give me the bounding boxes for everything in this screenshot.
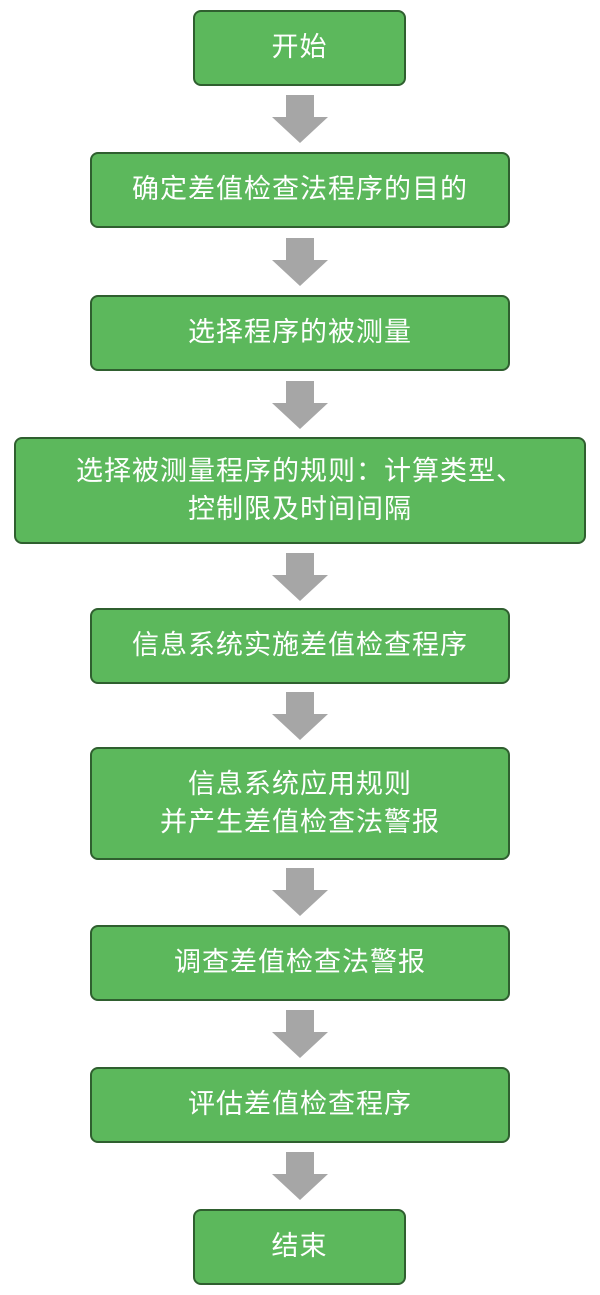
step-investigate-alerts: 调查差值检查法警报 <box>90 925 510 1001</box>
step-label: 选择被测量程序的规则：计算类型、 控制限及时间间隔 <box>76 455 524 525</box>
step-label: 选择程序的被测量 <box>188 317 412 348</box>
step-label: 信息系统实施差值检查程序 <box>132 630 468 661</box>
arrow-down-icon <box>272 238 328 286</box>
arrow-down-icon <box>272 95 328 143</box>
step-apply-rules: 信息系统应用规则 并产生差值检查法警报 <box>90 747 510 860</box>
step-label: 调查差值检查法警报 <box>174 947 426 978</box>
arrow-down-icon <box>272 1010 328 1058</box>
step-label: 开始 <box>271 32 328 63</box>
arrow-down-icon <box>272 692 328 740</box>
step-evaluate-procedure: 评估差值检查程序 <box>90 1067 510 1143</box>
step-implement-procedure: 信息系统实施差值检查程序 <box>90 608 510 684</box>
step-select-measurand: 选择程序的被测量 <box>90 295 510 371</box>
arrow-down-icon <box>272 1152 328 1200</box>
step-label: 确定差值检查法程序的目的 <box>132 174 468 205</box>
step-define-purpose: 确定差值检查法程序的目的 <box>90 152 510 228</box>
step-label: 评估差值检查程序 <box>188 1089 412 1120</box>
arrow-down-icon <box>272 868 328 916</box>
step-label: 结束 <box>271 1231 328 1262</box>
arrow-down-icon <box>272 381 328 429</box>
arrow-down-icon <box>272 553 328 601</box>
step-end: 结束 <box>193 1209 406 1285</box>
step-start: 开始 <box>193 10 406 86</box>
step-label: 信息系统应用规则 并产生差值检查法警报 <box>160 768 440 838</box>
step-select-rules: 选择被测量程序的规则：计算类型、 控制限及时间间隔 <box>14 437 586 544</box>
